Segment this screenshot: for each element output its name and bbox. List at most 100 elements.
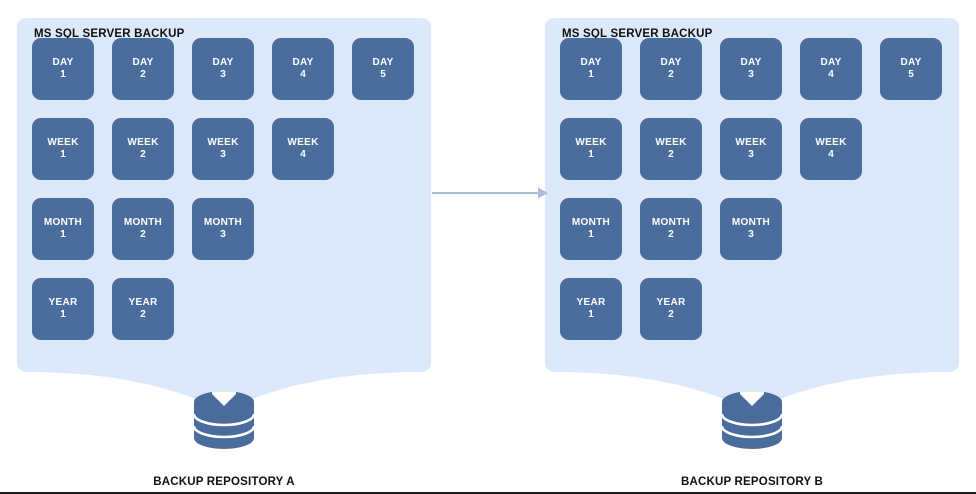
tile-number: 4 [300, 69, 306, 80]
repository-label-repository-a: BACKUP REPOSITORY A [153, 476, 295, 488]
tile-number: 2 [668, 229, 674, 240]
tile-number: 4 [300, 149, 306, 160]
tile-label: DAY [132, 56, 154, 68]
tile-number: 3 [748, 229, 754, 240]
tile-number: 3 [220, 69, 226, 80]
tile-label: DAY [292, 56, 314, 68]
tile-label: WEEK [47, 136, 79, 148]
tile-label: DAY [372, 56, 394, 68]
arrow-right-icon [432, 187, 548, 199]
tile-label: MONTH [43, 216, 83, 228]
tile-number: 1 [588, 229, 594, 240]
tile-number: 3 [748, 69, 754, 80]
tile-number: 2 [140, 69, 146, 80]
backup-repository-database-icon [718, 392, 786, 460]
repository-label-repository-b: BACKUP REPOSITORY B [680, 476, 824, 488]
tile-label: MONTH [571, 216, 611, 228]
tile-label: YEAR [656, 296, 686, 308]
tile-number: 2 [668, 69, 674, 80]
tile-label: WEEK [287, 136, 319, 148]
tile-number: 2 [668, 149, 674, 160]
tile-number: 2 [140, 309, 146, 320]
tile-number: 4 [828, 69, 834, 80]
tile-number: 3 [220, 229, 226, 240]
tile-number: 1 [588, 69, 594, 80]
tile-label: DAY [580, 56, 602, 68]
tile-label: DAY [900, 56, 922, 68]
tile-number: 1 [588, 309, 594, 320]
tile-label: WEEK [815, 136, 847, 148]
tile-number: 2 [668, 309, 674, 320]
panel-title-repository-a: MS SQL SERVER BACKUP [34, 28, 185, 40]
tile-number: 2 [140, 229, 146, 240]
tile-label: YEAR [128, 296, 158, 308]
backup-repository-database-icon [190, 392, 258, 460]
tile-number: 1 [60, 309, 66, 320]
tile-number: 3 [748, 149, 754, 160]
tile-label: YEAR [576, 296, 606, 308]
tile-label: DAY [52, 56, 74, 68]
tile-label: WEEK [207, 136, 239, 148]
tile-number: 5 [380, 69, 386, 80]
tile-label: YEAR [48, 296, 78, 308]
tile-label: DAY [212, 56, 234, 68]
tile-label: DAY [660, 56, 682, 68]
tile-number: 1 [60, 69, 66, 80]
tile-number: 2 [140, 149, 146, 160]
tile-number: 4 [828, 149, 834, 160]
database-cylinder-icon [192, 392, 256, 449]
tile-label: WEEK [575, 136, 607, 148]
panel-title-repository-b: MS SQL SERVER BACKUP [562, 28, 713, 40]
tile-label: WEEK [735, 136, 767, 148]
tile-number: 5 [908, 69, 914, 80]
tile-number: 3 [220, 149, 226, 160]
tile-label: WEEK [655, 136, 687, 148]
tile-label: MONTH [731, 216, 771, 228]
tile-number: 1 [60, 229, 66, 240]
tile-label: DAY [740, 56, 762, 68]
replication-arrow [432, 183, 548, 203]
tile-label: MONTH [203, 216, 243, 228]
tile-number: 1 [588, 149, 594, 160]
